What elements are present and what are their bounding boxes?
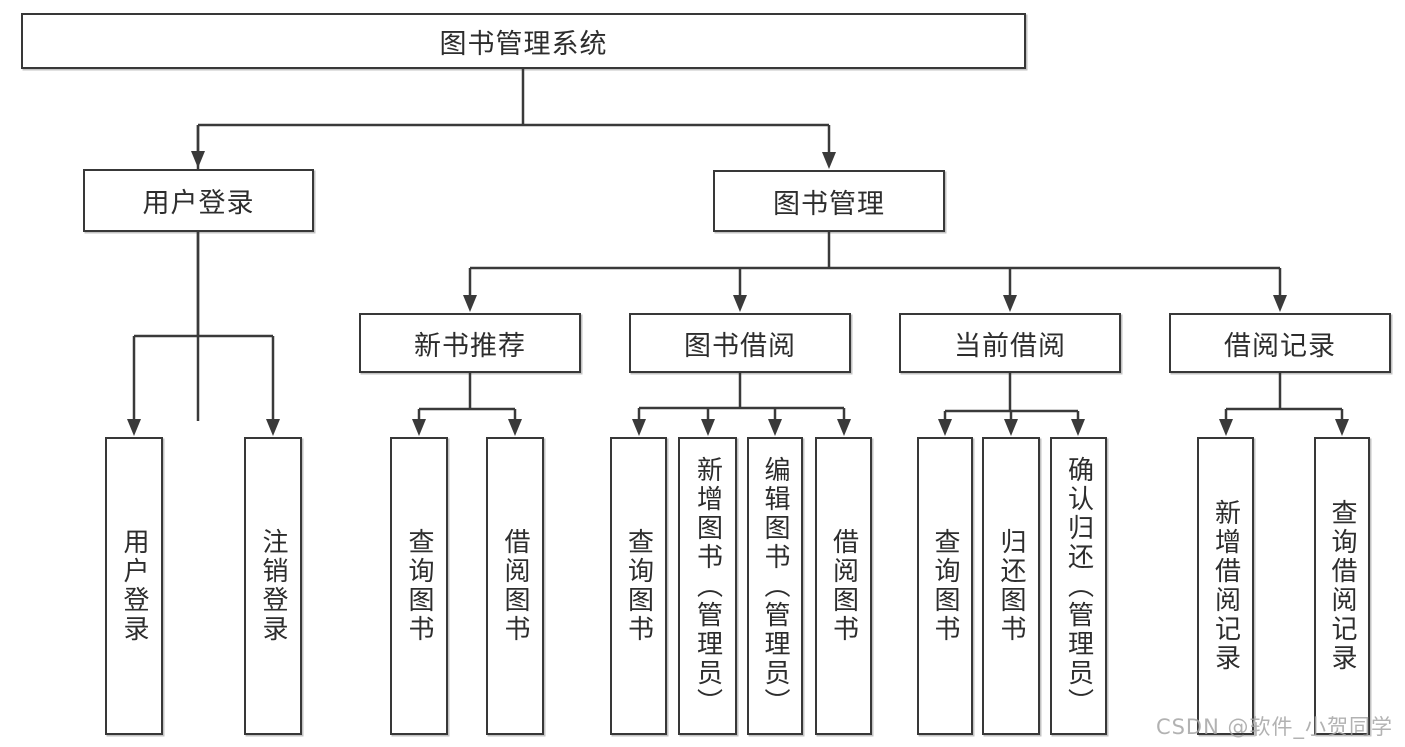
node-book-management: 图书管理 xyxy=(713,170,945,232)
node-library-management-system: 图书管理系统 xyxy=(21,13,1026,69)
node-add-borrow-record: 新增借阅记录 xyxy=(1197,437,1254,735)
node-label: 图书借阅 xyxy=(684,330,796,362)
node-label: 查询图书 xyxy=(930,528,960,644)
node-current-borrowing: 当前借阅 xyxy=(899,313,1121,373)
node-label: 编辑图书（管理员） xyxy=(760,455,790,717)
node-label: 借阅图书 xyxy=(828,528,859,644)
node-query-borrow-record: 查询借阅记录 xyxy=(1314,437,1370,735)
node-label: 新增图书（管理员） xyxy=(692,455,723,717)
node-label: 借阅记录 xyxy=(1224,330,1336,362)
csdn-watermark: CSDN @软件_小贺同学 xyxy=(1155,715,1393,739)
node-query-books-2: 查询图书 xyxy=(610,437,667,735)
node-borrow-books-1: 借阅图书 xyxy=(486,437,544,735)
node-label: 当前借阅 xyxy=(954,330,1066,362)
node-logout-action: 注销登录 xyxy=(244,437,302,735)
node-label: 用户登录 xyxy=(142,188,255,219)
node-borrow-records: 借阅记录 xyxy=(1169,313,1391,373)
node-label: 图书管理 xyxy=(773,188,885,220)
node-book-borrowing: 图书借阅 xyxy=(629,313,851,373)
node-label: 图书管理系统 xyxy=(439,28,608,60)
node-label: 注销登录 xyxy=(258,528,288,644)
node-user-login: 用户登录 xyxy=(83,169,314,232)
node-edit-books-admin: 编辑图书（管理员） xyxy=(747,437,803,735)
node-label: 归还图书 xyxy=(996,528,1026,644)
node-borrow-books-2: 借阅图书 xyxy=(815,437,872,735)
node-add-books-admin: 新增图书（管理员） xyxy=(678,437,737,735)
node-label: 查询借阅记录 xyxy=(1327,499,1357,673)
node-label: 查询图书 xyxy=(623,528,654,644)
node-confirm-return-admin: 确认归还（管理员） xyxy=(1050,437,1107,735)
node-query-books-1: 查询图书 xyxy=(390,437,448,735)
node-label: 查询图书 xyxy=(404,528,434,644)
node-label: 新书推荐 xyxy=(414,330,526,362)
node-query-books-3: 查询图书 xyxy=(917,437,973,735)
node-user-login-action: 用户登录 xyxy=(105,437,163,735)
node-label: 借阅图书 xyxy=(500,528,530,644)
node-return-books: 归还图书 xyxy=(982,437,1040,735)
node-label: 确认归还（管理员） xyxy=(1063,455,1094,717)
node-label: 用户登录 xyxy=(119,528,149,644)
node-new-book-recommend: 新书推荐 xyxy=(359,313,581,373)
node-label: 新增借阅记录 xyxy=(1210,499,1241,673)
